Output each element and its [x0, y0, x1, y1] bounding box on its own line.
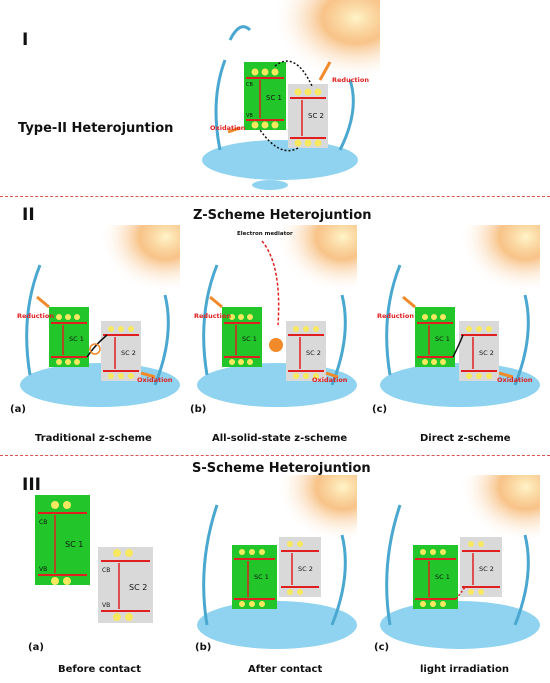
svg-text:VB: VB	[39, 566, 47, 573]
sscheme-letter-b: (b)	[195, 642, 212, 653]
svg-text:SC 2: SC 2	[129, 583, 147, 592]
svg-text:VB: VB	[246, 113, 253, 119]
sscheme-letter-a: (a)	[28, 642, 44, 653]
svg-text:VB: VB	[102, 602, 110, 609]
svg-text:SC 1: SC 1	[435, 335, 450, 343]
zscheme-letter-a: (a)	[10, 404, 26, 415]
sscheme-caption-a: Before contact	[58, 664, 141, 675]
sc1-label: SC 1	[266, 94, 282, 102]
svg-text:SC 2: SC 2	[479, 349, 494, 357]
oxidation-label: Oxidation	[210, 124, 246, 132]
svg-text:SC 2: SC 2	[298, 565, 313, 573]
type2-heading: Type-II Heterojuntion	[18, 121, 174, 136]
zscheme-caption-b: All-solid-state z-scheme	[212, 433, 348, 444]
water-puddle	[202, 140, 358, 180]
sscheme-caption-c: light irradiation	[420, 664, 509, 675]
sscheme-caption-b: After contact	[248, 664, 323, 675]
svg-text:SC 1: SC 1	[254, 573, 269, 581]
zscheme-caption-c: Direct z-scheme	[420, 433, 511, 444]
svg-text:SC 1: SC 1	[65, 540, 83, 549]
svg-text:SC 2: SC 2	[479, 565, 494, 573]
sscheme-panel-c: SC 1 SC 2	[375, 475, 540, 660]
svg-text:Reduction: Reduction	[377, 312, 414, 320]
section-3-numeral: III	[22, 475, 41, 495]
sscheme-panel-b: SC 1 SC 2	[192, 475, 357, 660]
svg-text:CB: CB	[246, 82, 253, 88]
svg-text:SC 1: SC 1	[242, 335, 257, 343]
zscheme-panel-c: SC 1 SC 2 Reduction Oxidation	[375, 225, 540, 420]
sscheme-panel-a: SC 1 CB VB SC 2 CB VB	[25, 495, 165, 630]
svg-text:Oxidation: Oxidation	[137, 376, 173, 384]
svg-text:Oxidation: Oxidation	[312, 376, 348, 384]
svg-text:SC 1: SC 1	[435, 573, 450, 581]
divider-2	[0, 455, 550, 456]
zscheme-letter-b: (b)	[190, 404, 207, 415]
zscheme-letter-c: (c)	[372, 404, 388, 415]
zscheme-panel-b: Electron mediator SC 1 SC 2 Reduction Ox…	[192, 225, 357, 420]
sscheme-heading: S-Scheme Heterojuntion	[192, 461, 371, 476]
reduction-label: Reduction	[332, 76, 369, 84]
svg-text:SC 1: SC 1	[69, 335, 84, 343]
sc2-label: SC 2	[308, 112, 324, 120]
section-2-numeral: II	[22, 205, 35, 225]
section-1-numeral: I	[22, 30, 29, 50]
svg-text:CB: CB	[39, 519, 47, 526]
svg-text:SC 2: SC 2	[306, 349, 321, 357]
type2-diagram: SC 1 CB VB SC 2 Reduction Oxidation	[200, 0, 380, 195]
splash	[214, 25, 355, 151]
svg-text:SC 2: SC 2	[121, 349, 136, 357]
electron-mediator-label: Electron mediator	[237, 231, 293, 237]
divider-1	[0, 196, 550, 197]
zscheme-panel-a: SC 1 SC 2 Reduction Oxidation	[15, 225, 180, 420]
zscheme-heading: Z-Scheme Heterojuntion	[193, 208, 372, 223]
svg-text:CB: CB	[102, 567, 110, 574]
svg-text:Oxidation: Oxidation	[497, 376, 533, 384]
svg-text:Reduction: Reduction	[17, 312, 54, 320]
zscheme-caption-a: Traditional z-scheme	[35, 433, 152, 444]
sscheme-letter-c: (c)	[374, 642, 390, 653]
svg-text:Reduction: Reduction	[194, 312, 231, 320]
